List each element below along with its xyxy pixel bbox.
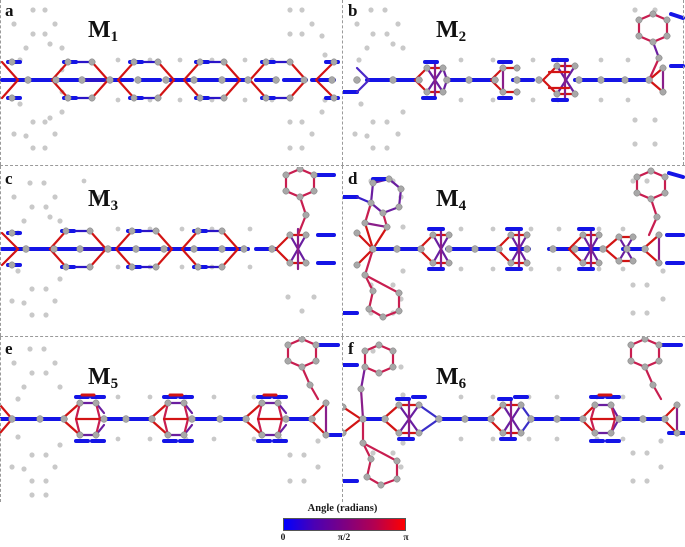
divider-row-1	[0, 165, 685, 166]
panel-b-molecule-name: M	[436, 17, 459, 43]
panel-a-molecule-label: M1	[88, 17, 119, 45]
panel-e-molecule-label: M5	[88, 364, 119, 392]
panel-b-molecule-label: M2	[436, 17, 467, 45]
panel-f: f M6	[343, 337, 685, 502]
panel-e: e M5	[0, 337, 342, 502]
panel-c-molecule-index: 3	[110, 198, 119, 214]
panel-d-molecule-index: 4	[458, 198, 467, 214]
panel-e-structure	[0, 337, 342, 498]
divider-right-row1	[683, 0, 684, 165]
panel-f-molecule-label: M6	[436, 364, 467, 392]
panel-e-letter: e	[5, 339, 13, 358]
colorbar-title: Angle (radians)	[307, 503, 378, 514]
panel-f-molecule-name: M	[436, 364, 459, 390]
panel-b-letter: b	[348, 1, 358, 20]
panel-c-letter: c	[5, 169, 13, 188]
colorbar-legend: Angle (radians) 0 π/2 π	[0, 500, 685, 547]
divider-left-row2	[0, 166, 1, 336]
panel-a-letter: a	[5, 1, 14, 20]
panel-b: b M2	[343, 0, 685, 166]
panel-d-molecule-name: M	[436, 186, 459, 212]
colorbar-gradient	[283, 518, 406, 531]
panel-c-structure	[0, 167, 336, 318]
panel-b-structure	[343, 7, 685, 151]
divider-col-row2	[342, 166, 343, 336]
panel-a-molecule-name: M	[88, 17, 111, 43]
panel-d-letter: d	[348, 169, 358, 188]
panel-e-molecule-index: 5	[110, 376, 119, 392]
panel-d-molecule-label: M4	[436, 186, 467, 214]
divider-col-row3	[342, 337, 343, 502]
panel-a-molecule-index: 1	[110, 29, 119, 45]
panel-c-molecule-name: M	[88, 186, 111, 212]
divider-left-row3	[0, 337, 1, 502]
panel-grid: a M1	[0, 0, 685, 502]
panel-c-molecule-label: M3	[88, 186, 119, 214]
panel-f-letter: f	[348, 339, 354, 358]
colorbar-tick-labels: 0 π/2 π	[265, 533, 425, 547]
panel-f-structure	[343, 337, 685, 489]
divider-col-row1	[342, 0, 343, 165]
panel-a: a M1	[0, 0, 342, 166]
panel-d-structure	[343, 167, 685, 321]
panel-b-molecule-index: 2	[458, 29, 467, 45]
panel-d: d M4	[343, 167, 685, 335]
panel-a-structure	[0, 7, 340, 151]
panel-e-molecule-name: M	[88, 364, 111, 390]
colorbar-tick-0: 0	[280, 533, 286, 543]
divider-row-2	[0, 336, 685, 337]
panel-c: c M3	[0, 167, 342, 335]
panel-f-molecule-index: 6	[458, 376, 467, 392]
colorbar-tick-pi: π	[403, 533, 409, 543]
divider-left-row1	[0, 0, 1, 165]
colorbar-tick-pi-over-2: π/2	[337, 533, 351, 543]
